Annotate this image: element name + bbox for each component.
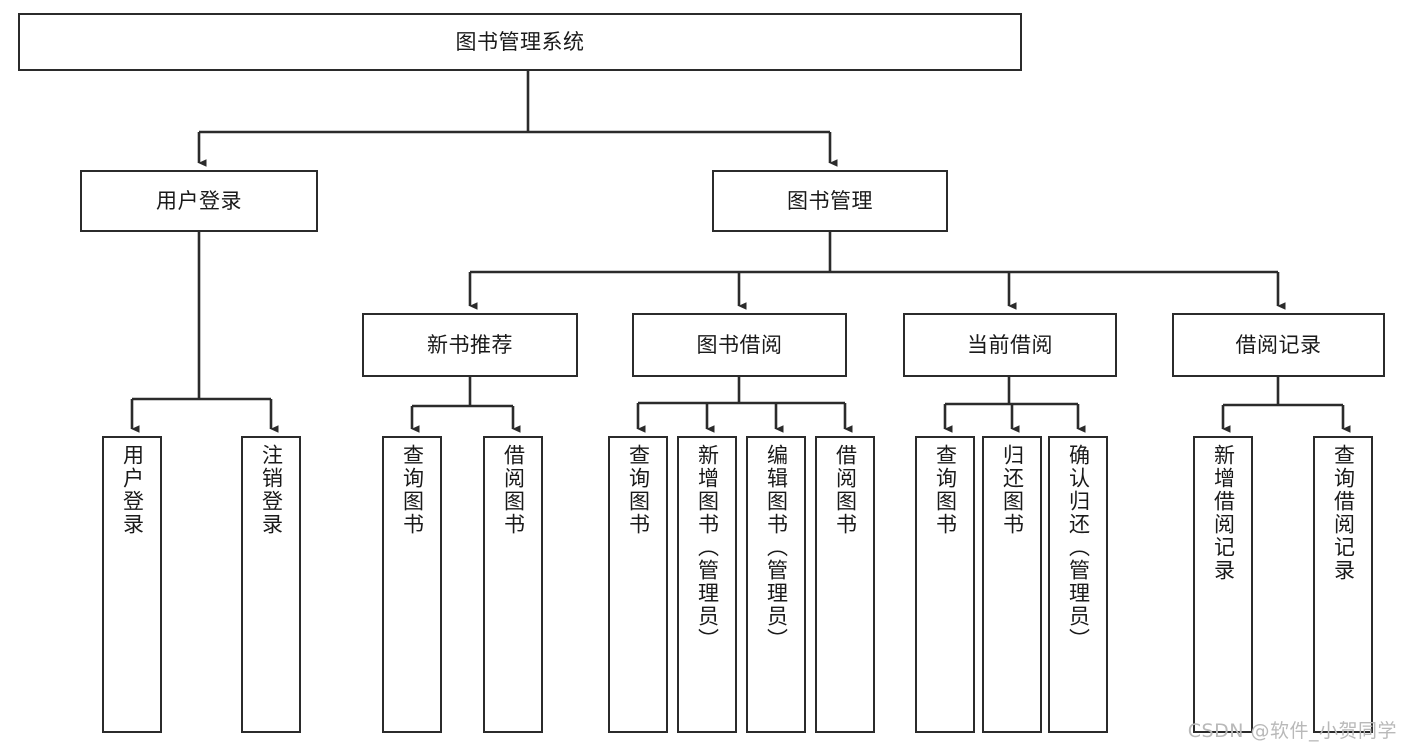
- node-label: 新增借阅记录: [1211, 444, 1236, 582]
- leaf-new-book-borrow[interactable]: 借阅图书: [483, 436, 543, 733]
- leaf-book-borrow-add[interactable]: 新增图书（管理员）: [677, 436, 737, 733]
- leaf-new-book-query[interactable]: 查询图书: [382, 436, 442, 733]
- leaf-current-borrow-query[interactable]: 查询图书: [915, 436, 975, 733]
- node-label: 图书借阅: [696, 332, 783, 357]
- leaf-book-borrow-edit[interactable]: 编辑图书（管理员）: [746, 436, 806, 733]
- node-label: 新书推荐: [427, 332, 513, 357]
- node-label: 注销登录: [259, 444, 284, 536]
- node-current-borrow[interactable]: 当前借阅: [903, 313, 1117, 377]
- node-borrow-record[interactable]: 借阅记录: [1172, 313, 1385, 377]
- node-label: 图书管理系统: [455, 29, 585, 54]
- leaf-borrow-record-add[interactable]: 新增借阅记录: [1193, 436, 1253, 733]
- node-label: 当前借阅: [967, 332, 1053, 357]
- node-label: 用户登录: [156, 188, 242, 213]
- node-book-borrow[interactable]: 图书借阅: [632, 313, 847, 377]
- node-label: 确认归还（管理员）: [1066, 444, 1091, 651]
- node-label: 查询借阅记录: [1331, 444, 1356, 582]
- node-new-book-recommend[interactable]: 新书推荐: [362, 313, 578, 377]
- node-label: 查询图书: [933, 444, 958, 536]
- node-user-login[interactable]: 用户登录: [80, 170, 318, 232]
- node-root-system[interactable]: 图书管理系统: [18, 13, 1022, 71]
- node-label: 借阅图书: [501, 444, 526, 536]
- leaf-borrow-record-query[interactable]: 查询借阅记录: [1313, 436, 1373, 733]
- leaf-current-borrow-confirm-return[interactable]: 确认归还（管理员）: [1048, 436, 1108, 733]
- node-label: 借阅记录: [1235, 332, 1322, 357]
- node-label: 归还图书: [1000, 444, 1025, 536]
- leaf-book-borrow-borrow[interactable]: 借阅图书: [815, 436, 875, 733]
- node-label: 图书管理: [787, 188, 873, 213]
- node-label: 查询图书: [400, 444, 425, 536]
- leaf-current-borrow-return[interactable]: 归还图书: [982, 436, 1042, 733]
- node-label: 查询图书: [626, 444, 651, 536]
- node-label: 借阅图书: [833, 444, 858, 536]
- node-label: 编辑图书（管理员）: [764, 444, 789, 651]
- csdn-watermark: CSDN @软件_小贺同学: [1187, 720, 1397, 742]
- leaf-book-borrow-query[interactable]: 查询图书: [608, 436, 668, 733]
- node-book-management[interactable]: 图书管理: [712, 170, 948, 232]
- node-label: 用户登录: [120, 444, 145, 536]
- node-label: 新增图书（管理员）: [695, 444, 720, 651]
- leaf-user-login-login[interactable]: 用户登录: [102, 436, 162, 733]
- leaf-user-login-logout[interactable]: 注销登录: [241, 436, 301, 733]
